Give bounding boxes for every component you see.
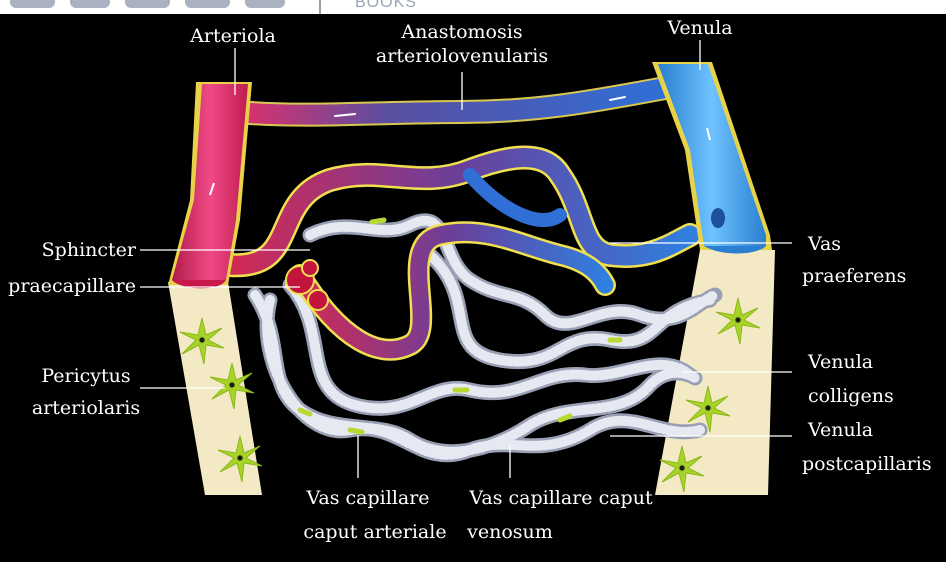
label-venula-post-line1: Venula bbox=[808, 418, 918, 442]
label-anastomosis-line1: Anastomosis bbox=[372, 20, 552, 44]
label-cap-arteriale-line2: caput arteriale bbox=[296, 520, 454, 544]
venula-vessel bbox=[652, 62, 772, 254]
label-arteriola: Arteriola bbox=[178, 24, 288, 48]
label-sphincter-line2: praecapillare bbox=[0, 274, 136, 298]
label-vas-praeferens-line2: praeferens bbox=[802, 264, 922, 288]
label-pericytus-line2: arteriolaris bbox=[30, 396, 142, 420]
label-venula-colligens-line1: Venula bbox=[808, 350, 918, 374]
label-cap-venosum-line1: Vas capillare caput bbox=[458, 486, 664, 510]
label-anastomosis-line2: arteriolovenularis bbox=[362, 44, 562, 68]
anastomosis-vessel bbox=[238, 88, 665, 116]
label-cap-arteriale-line1: Vas capillare bbox=[298, 486, 438, 510]
label-sphincter-line1: Sphincter bbox=[20, 238, 136, 262]
label-cap-venosum-line2: venosum bbox=[450, 520, 570, 544]
label-pericytus-line1: Pericytus bbox=[30, 364, 142, 388]
label-venula: Venula bbox=[650, 16, 750, 40]
label-venula-post-line2: postcapillaris bbox=[802, 452, 942, 476]
label-venula-colligens-line2: colligens bbox=[808, 384, 928, 408]
label-vas-praeferens-line1: Vas bbox=[808, 232, 918, 256]
